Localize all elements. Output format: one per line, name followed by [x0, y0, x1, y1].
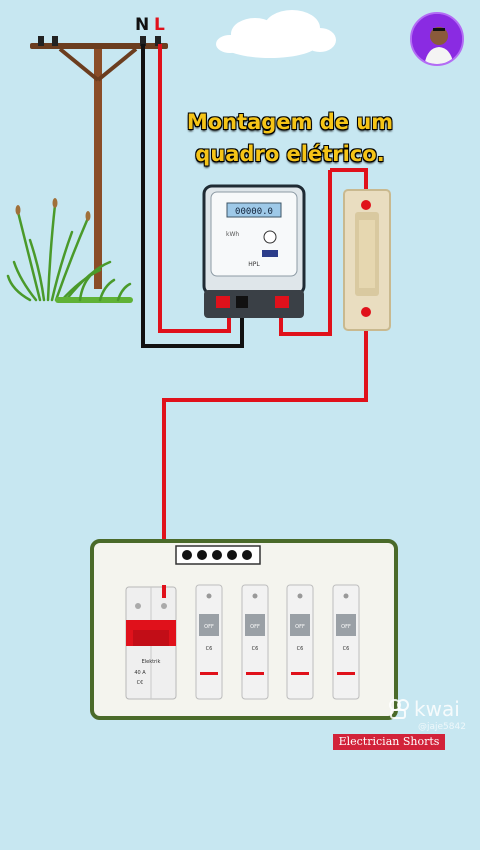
mcb-rating: C6: [343, 646, 350, 652]
mcb-breaker-2[interactable]: OFF C6: [241, 584, 269, 700]
kwai-handle: @jaje5842: [418, 722, 466, 732]
meter-brand: HPL: [248, 261, 260, 268]
mcb-breaker-1[interactable]: OFF C6: [195, 584, 223, 700]
avatar-icon[interactable]: [410, 12, 464, 66]
meter-display: 00000.0: [235, 207, 273, 217]
busbar-dot: [212, 550, 222, 560]
mcb-breaker-3[interactable]: OFF C6: [286, 584, 314, 700]
busbar-dot: [197, 550, 207, 560]
busbar-dot: [242, 550, 252, 560]
title-line-2: quadro elétrico.: [195, 142, 385, 166]
neutral-label: N: [135, 15, 150, 35]
mcb-label: OFF: [204, 624, 214, 630]
grass-icon: [6, 198, 133, 303]
live-label: L: [154, 15, 165, 35]
main-breaker-icon[interactable]: Elektrik 40 A C€: [125, 586, 177, 700]
main-breaker-rating: 40 A: [134, 670, 146, 676]
busbar-dot: [182, 550, 192, 560]
mcb-breaker-4[interactable]: OFF C6: [332, 584, 360, 700]
busbar-dot: [227, 550, 237, 560]
title-line-1: Montagem de um: [186, 110, 394, 134]
main-breaker-brand: Elektrik: [142, 659, 161, 665]
meter-unit: kWh: [226, 231, 239, 238]
energy-meter-icon: 00000.0 HPL kWh: [202, 184, 306, 318]
mcb-rating: C6: [297, 646, 304, 652]
channel-badge[interactable]: Electrician Shorts: [333, 734, 445, 750]
page-title: Montagem de um quadro elétrico.: [150, 106, 430, 170]
kwai-brand: kwai: [414, 697, 460, 721]
cloud-icon: [216, 10, 336, 58]
mcb-label: OFF: [341, 624, 351, 630]
mcb-rating: C6: [252, 646, 259, 652]
live-wire-to-panel: [162, 312, 368, 585]
kwai-logo: kwai: [388, 696, 474, 722]
switch-icon[interactable]: [343, 189, 391, 331]
mcb-rating: C6: [206, 646, 213, 652]
mcb-label: OFF: [295, 624, 305, 630]
mcb-label: OFF: [250, 624, 260, 630]
main-breaker-marking: C€: [137, 680, 144, 686]
kwai-logo-icon: [389, 699, 409, 719]
neutral-wire-main: [141, 44, 244, 348]
utility-pole-icon: [30, 36, 168, 289]
